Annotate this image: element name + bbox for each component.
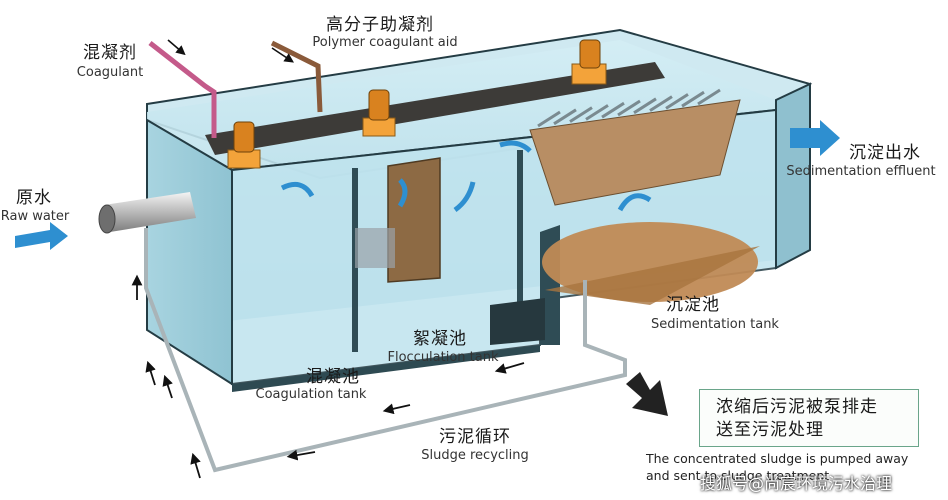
plate-tooth: [537, 110, 561, 128]
baffle-plate: [387, 157, 441, 283]
polymer-pipe: [270, 40, 323, 113]
sludge-recycling-label-zh: 污泥循环: [439, 427, 511, 447]
inlet-pipe: [98, 192, 196, 234]
recycle-arrows: [131, 274, 525, 479]
rec-arrow-7: [494, 362, 525, 374]
rec-arrow-5: [286, 449, 316, 461]
polymer-label-en: Polymer coagulant aid: [312, 35, 458, 50]
plate-tooth: [601, 101, 625, 119]
polymer-arrow: [271, 47, 294, 63]
motor-2-body: [368, 89, 390, 121]
sludge-recycling-label-en: Sludge recycling: [421, 448, 529, 463]
note-en-line-1: The concentrated sludge is pumped away: [646, 451, 909, 466]
plate-pack: [529, 99, 741, 206]
motor-1-base: [227, 149, 261, 169]
inlet-pipe-body: [104, 192, 196, 232]
inclined-plates: [529, 99, 741, 206]
plate-tooth: [697, 88, 721, 106]
coagulant-arrow: [167, 39, 186, 56]
note-line-2: 送至污泥处理: [716, 420, 824, 440]
plate-tooth: [569, 106, 593, 123]
bridge-beam: [205, 62, 665, 155]
swirl-2: [453, 181, 476, 213]
motor-2: [362, 89, 396, 137]
polymer-label-zh: 高分子助凝剂: [326, 15, 434, 35]
motor-3: [571, 39, 607, 85]
sedimentation-tank-label-zh: 沉淀池: [666, 295, 720, 315]
rec-arrow-2: [162, 374, 173, 399]
motor-3-body: [579, 39, 601, 69]
plate-tooth: [681, 90, 705, 108]
tank-bottom: [232, 345, 540, 392]
raw-water-arrow: [15, 222, 68, 250]
rec-arrow-6: [382, 403, 411, 415]
motor-2-base: [362, 117, 396, 137]
rec-arrow-1: [190, 452, 201, 479]
effluent-label-zh: 沉淀出水: [849, 143, 921, 163]
plate-tooth: [617, 99, 641, 117]
coagulant-pipe: [148, 41, 217, 138]
swirl-3: [499, 140, 532, 153]
watermark: 搜狐号@尚宸环境污水治理: [700, 474, 893, 493]
flocculation-tank-label-zh: 絮凝池: [413, 329, 467, 349]
sedimentation-tank-label-en: Sedimentation tank: [651, 317, 779, 332]
effluent-label-en: Sedimentation effluent: [786, 164, 936, 179]
raw-water-label-zh: 原水: [16, 188, 52, 208]
raw-water-label-en: Raw water: [0, 209, 70, 224]
plate-tooth: [665, 93, 689, 110]
recycle-pipe: [144, 228, 627, 473]
coagulation-tank-label-en: Coagulation tank: [255, 387, 367, 402]
discharge-arrow: [626, 372, 668, 416]
rec-arrow-3: [145, 360, 156, 386]
floor-step: [490, 298, 545, 345]
coagulation-tank-label-zh: 混凝池: [306, 367, 360, 387]
motor-1-body: [233, 121, 255, 153]
coagulant-label-en: Coagulant: [76, 65, 144, 80]
swirl-4: [617, 193, 652, 212]
flow-arrows: [15, 120, 840, 250]
sludge-disposal-note: 浓缩后污泥被泵排走 送至污泥处理: [699, 389, 919, 447]
swirl-5: [397, 178, 408, 208]
plate-tooth: [585, 104, 609, 121]
inlet-pipe-end: [98, 204, 116, 234]
plate-tooth: [633, 97, 657, 115]
motor-1: [227, 121, 261, 169]
plate-tooth: [553, 108, 577, 126]
plate-tooth: [649, 95, 673, 112]
effluent-arrow: [790, 120, 840, 156]
sludge-cone: [545, 246, 760, 305]
grate: [355, 228, 395, 268]
plate-teeth: [537, 88, 721, 128]
swirl-1: [280, 181, 315, 198]
coagulant-label-zh: 混凝剂: [83, 43, 137, 63]
flocculation-tank-label-en: Flocculation tank: [387, 350, 499, 365]
note-line-1: 浓缩后污泥被泵排走: [716, 397, 878, 417]
note-en-line-2: and sent to sludge treatment: [646, 468, 830, 483]
